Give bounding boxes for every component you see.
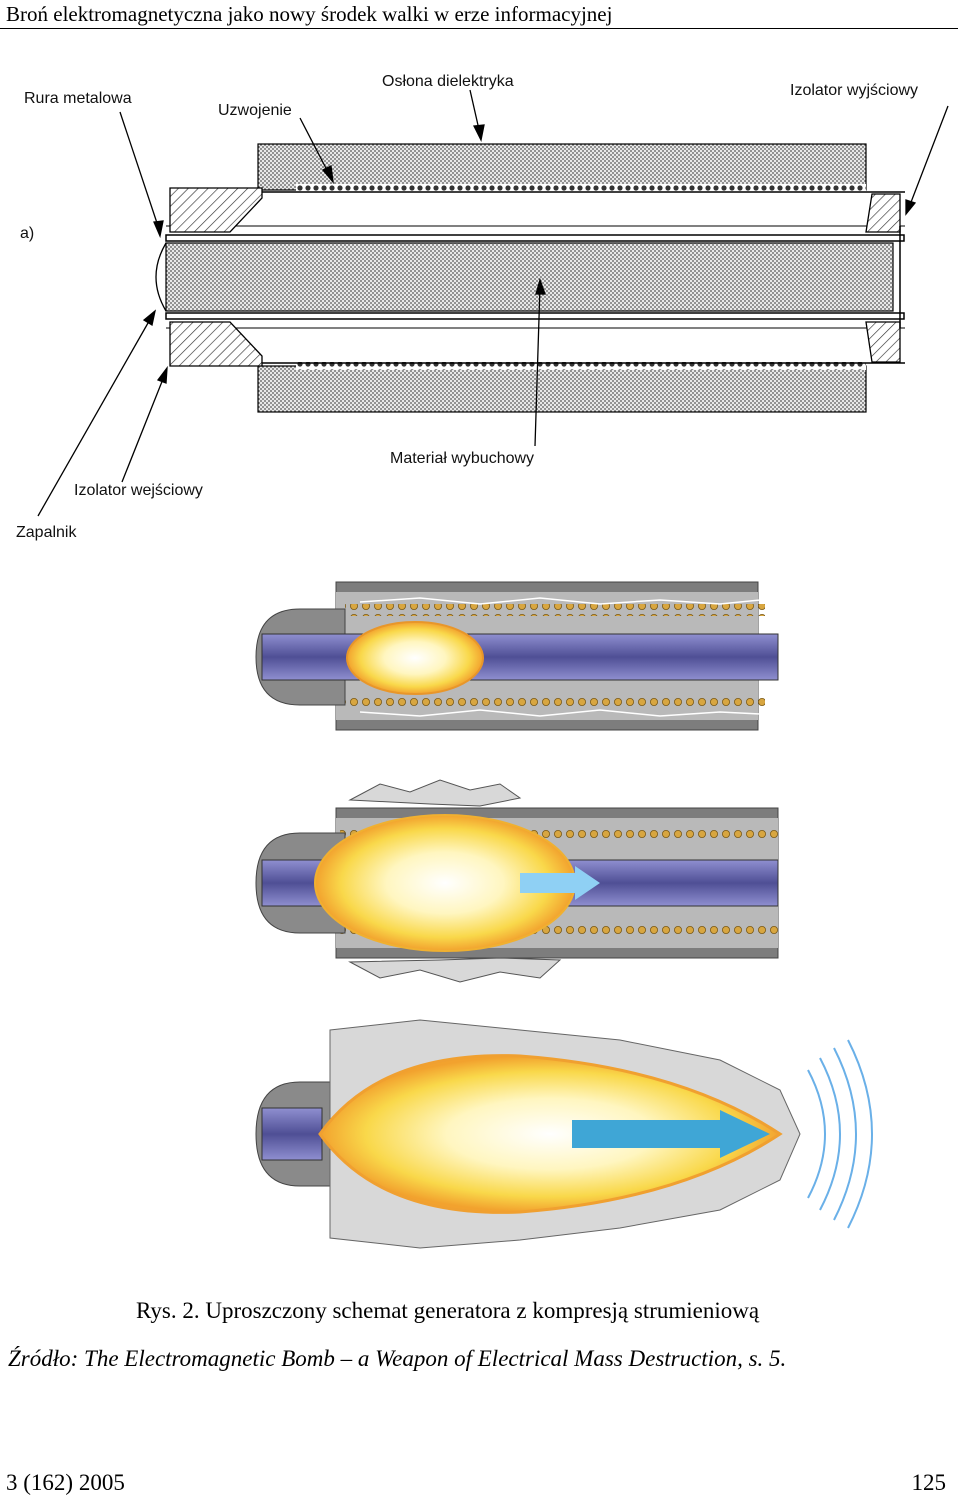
input-insulator-bottom: [169, 321, 263, 367]
stage-1-illustration: [255, 581, 779, 731]
running-header: Broń elektromagnetyczna jako nowy środek…: [6, 2, 613, 26]
label-explosive: Materiał wybuchowy: [390, 450, 534, 467]
label-output-insulator: Izolator wyjściowy: [790, 82, 918, 99]
detonator-arc: [155, 242, 167, 312]
winding-bottom: [296, 362, 866, 370]
cross-section-diagram: Rura metalowa Uzwojenie Osłona dielektry…: [16, 73, 949, 541]
figure-source: Źródło: The Electromagnetic Bomb – a Wea…: [8, 1346, 787, 1371]
label-input-insulator: Izolator wejściowy: [74, 482, 203, 499]
metal-tube-bottom-wall: [165, 312, 905, 320]
dielectric-shield-bottom: [257, 365, 867, 413]
figure-schematic: Rura metalowa Uzwojenie Osłona dielektry…: [16, 73, 949, 1249]
explosive-core: [165, 242, 894, 312]
panel-label-a: a): [20, 225, 34, 242]
winding-top: [296, 184, 866, 192]
output-insulator-bottom: [865, 321, 901, 363]
issue-number: 3 (162) 2005: [6, 1470, 125, 1495]
output-insulator-top: [865, 193, 901, 233]
dielectric-shield-top: [257, 143, 867, 191]
label-metal-tube: Rura metalowa: [24, 90, 132, 107]
metal-tube-top-wall: [165, 234, 905, 242]
label-dielectric-shield: Osłona dielektryka: [382, 73, 514, 90]
page-number: 125: [911, 1470, 947, 1495]
header-rule: [0, 28, 958, 29]
figure-caption: Rys. 2. Uproszczony schemat generatora z…: [136, 1298, 760, 1323]
label-detonator: Zapalnik: [16, 524, 77, 541]
label-winding: Uzwojenie: [218, 102, 292, 119]
stage-2-illustration: [255, 779, 779, 983]
stage-3-illustration: [255, 1019, 873, 1249]
input-insulator-top: [169, 187, 263, 233]
